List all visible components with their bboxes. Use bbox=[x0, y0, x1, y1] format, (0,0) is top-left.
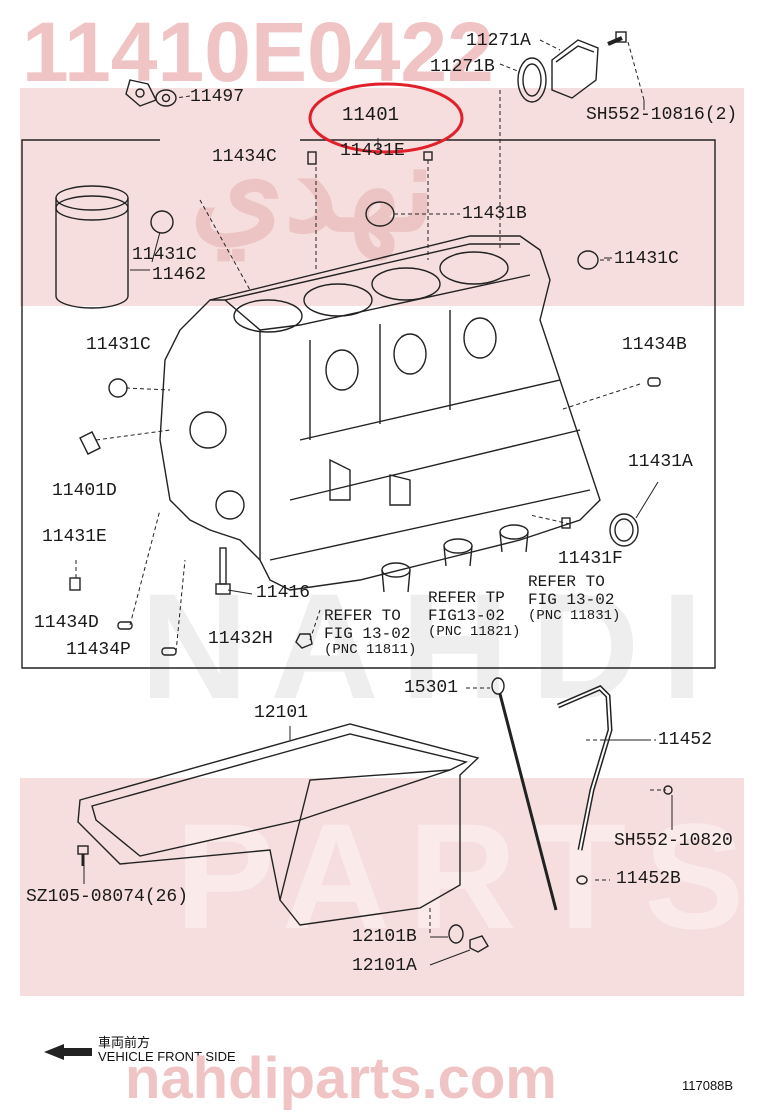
lower-leader-solid bbox=[83, 726, 673, 966]
label-11271B: 11271B bbox=[430, 57, 495, 77]
vehicle-front-label: VEHICLE FRONT SIDE bbox=[98, 1049, 236, 1064]
dipstick-guide-icon bbox=[557, 685, 613, 851]
refer-note-11811: REFER TO FIG 13-02 (PNC 11811) bbox=[324, 607, 417, 659]
label-11497: 11497 bbox=[190, 87, 245, 107]
filler-cap-gasket-icon bbox=[517, 57, 547, 103]
pin-11431F-icon bbox=[561, 517, 571, 529]
expansion-plug-icon bbox=[150, 210, 174, 234]
refer-note-pnc: (PNC 11831) bbox=[528, 608, 621, 625]
oil-pan-icon bbox=[77, 723, 480, 926]
vehicle-front-japanese: 車両前方 bbox=[98, 1035, 151, 1050]
pin-11434D-icon bbox=[117, 621, 133, 630]
expansion-plug-icon bbox=[365, 201, 395, 227]
pin-11434B-icon bbox=[647, 377, 661, 387]
pan-bolt-icon bbox=[77, 845, 89, 866]
leader-lines-solid bbox=[130, 100, 659, 595]
label-11401D: 11401D bbox=[52, 481, 117, 501]
figure-id: 117088B bbox=[682, 1078, 734, 1093]
plug-11431E-icon bbox=[69, 577, 81, 591]
label-11452B: 11452B bbox=[616, 869, 681, 889]
leader-lines bbox=[75, 39, 645, 653]
refer-note-line2: FIG 13-02 bbox=[528, 590, 615, 609]
label-11401: 11401 bbox=[342, 104, 400, 126]
label-11434C: 11434C bbox=[212, 147, 277, 167]
label-11431C-mid: 11431C bbox=[86, 335, 151, 355]
label-sz105-08074: SZ105-08074(26) bbox=[26, 887, 189, 907]
refer-note-line1: REFER TP bbox=[428, 589, 505, 607]
watermark-url: nahdiparts.com bbox=[125, 1046, 557, 1111]
pin-icon bbox=[423, 151, 433, 161]
label-11431E-left: 11431E bbox=[42, 527, 107, 547]
label-15301: 15301 bbox=[404, 678, 459, 698]
plate-11497-icon bbox=[125, 79, 177, 107]
main-bearing-cap-bolt-icon bbox=[215, 547, 231, 595]
refer-note-line1: REFER TO bbox=[324, 607, 401, 625]
label-11431F: 11431F bbox=[558, 549, 623, 569]
refer-note-pnc: (PNC 11811) bbox=[324, 642, 417, 659]
label-11452: 11452 bbox=[658, 730, 713, 750]
refer-note-line1: REFER TO bbox=[528, 573, 605, 591]
cylinder-block-icon bbox=[159, 235, 601, 591]
pin-11434P-icon bbox=[161, 647, 177, 656]
cap-bolt-icon bbox=[607, 31, 627, 46]
oil-filler-cap-icon bbox=[551, 39, 599, 99]
vehicle-front-arrow-icon bbox=[44, 1044, 92, 1060]
gasket-12101B-icon bbox=[448, 924, 464, 944]
label-11462: 11462 bbox=[152, 265, 207, 285]
bushing-11401D-icon bbox=[79, 431, 101, 455]
drain-plug-icon bbox=[469, 935, 489, 953]
label-11431A: 11431A bbox=[628, 452, 693, 472]
label-sh552-10816: SH552-10816(2) bbox=[586, 105, 738, 125]
label-11271A: 11271A bbox=[466, 31, 531, 51]
dipstick-icon bbox=[491, 677, 558, 911]
label-11431B: 11431B bbox=[462, 204, 527, 224]
lower-leader-lines bbox=[429, 687, 666, 935]
label-11431E-top: 11431E bbox=[340, 141, 405, 161]
watermark-part-number: 11410E0422 bbox=[22, 5, 494, 99]
label-11434B: 11434B bbox=[622, 335, 687, 355]
cylinder-liner-icon bbox=[55, 185, 129, 309]
expansion-plug-icon bbox=[577, 250, 599, 270]
refer-note-pnc: (PNC 11821) bbox=[428, 624, 521, 641]
highlight-circle-11401 bbox=[308, 82, 464, 154]
plug-11431C-icon bbox=[108, 378, 128, 398]
pin-icon bbox=[307, 151, 317, 165]
refer-note-line2: FIG 13-02 bbox=[324, 624, 411, 643]
oring-11452B-icon bbox=[576, 875, 588, 885]
diagram-frame bbox=[21, 139, 716, 669]
refer-note-11831: REFER TO FIG 13-02 (PNC 11831) bbox=[528, 573, 621, 625]
label-11434D: 11434D bbox=[34, 613, 99, 633]
bearing-shell-icon bbox=[381, 524, 529, 593]
label-11431C-right: 11431C bbox=[614, 249, 679, 269]
label-12101: 12101 bbox=[254, 703, 309, 723]
label-11432H: 11432H bbox=[208, 629, 273, 649]
rear-oil-seal-icon bbox=[609, 513, 639, 547]
label-12101B: 12101B bbox=[352, 927, 417, 947]
label-12101A: 12101A bbox=[352, 956, 417, 976]
refer-note-line2: FIG13-02 bbox=[428, 606, 505, 625]
label-sh552-10820: SH552-10820 bbox=[614, 831, 733, 851]
refer-note-11821: REFER TP FIG13-02 (PNC 11821) bbox=[428, 589, 521, 641]
label-11434P: 11434P bbox=[66, 640, 131, 660]
label-11416: 11416 bbox=[256, 583, 311, 603]
label-11431C-left: 11431C bbox=[132, 245, 197, 265]
watermark-band-bottom bbox=[20, 778, 744, 996]
nut-11432H-icon bbox=[295, 633, 313, 649]
watermark-arabic: نهدي bbox=[190, 122, 436, 256]
